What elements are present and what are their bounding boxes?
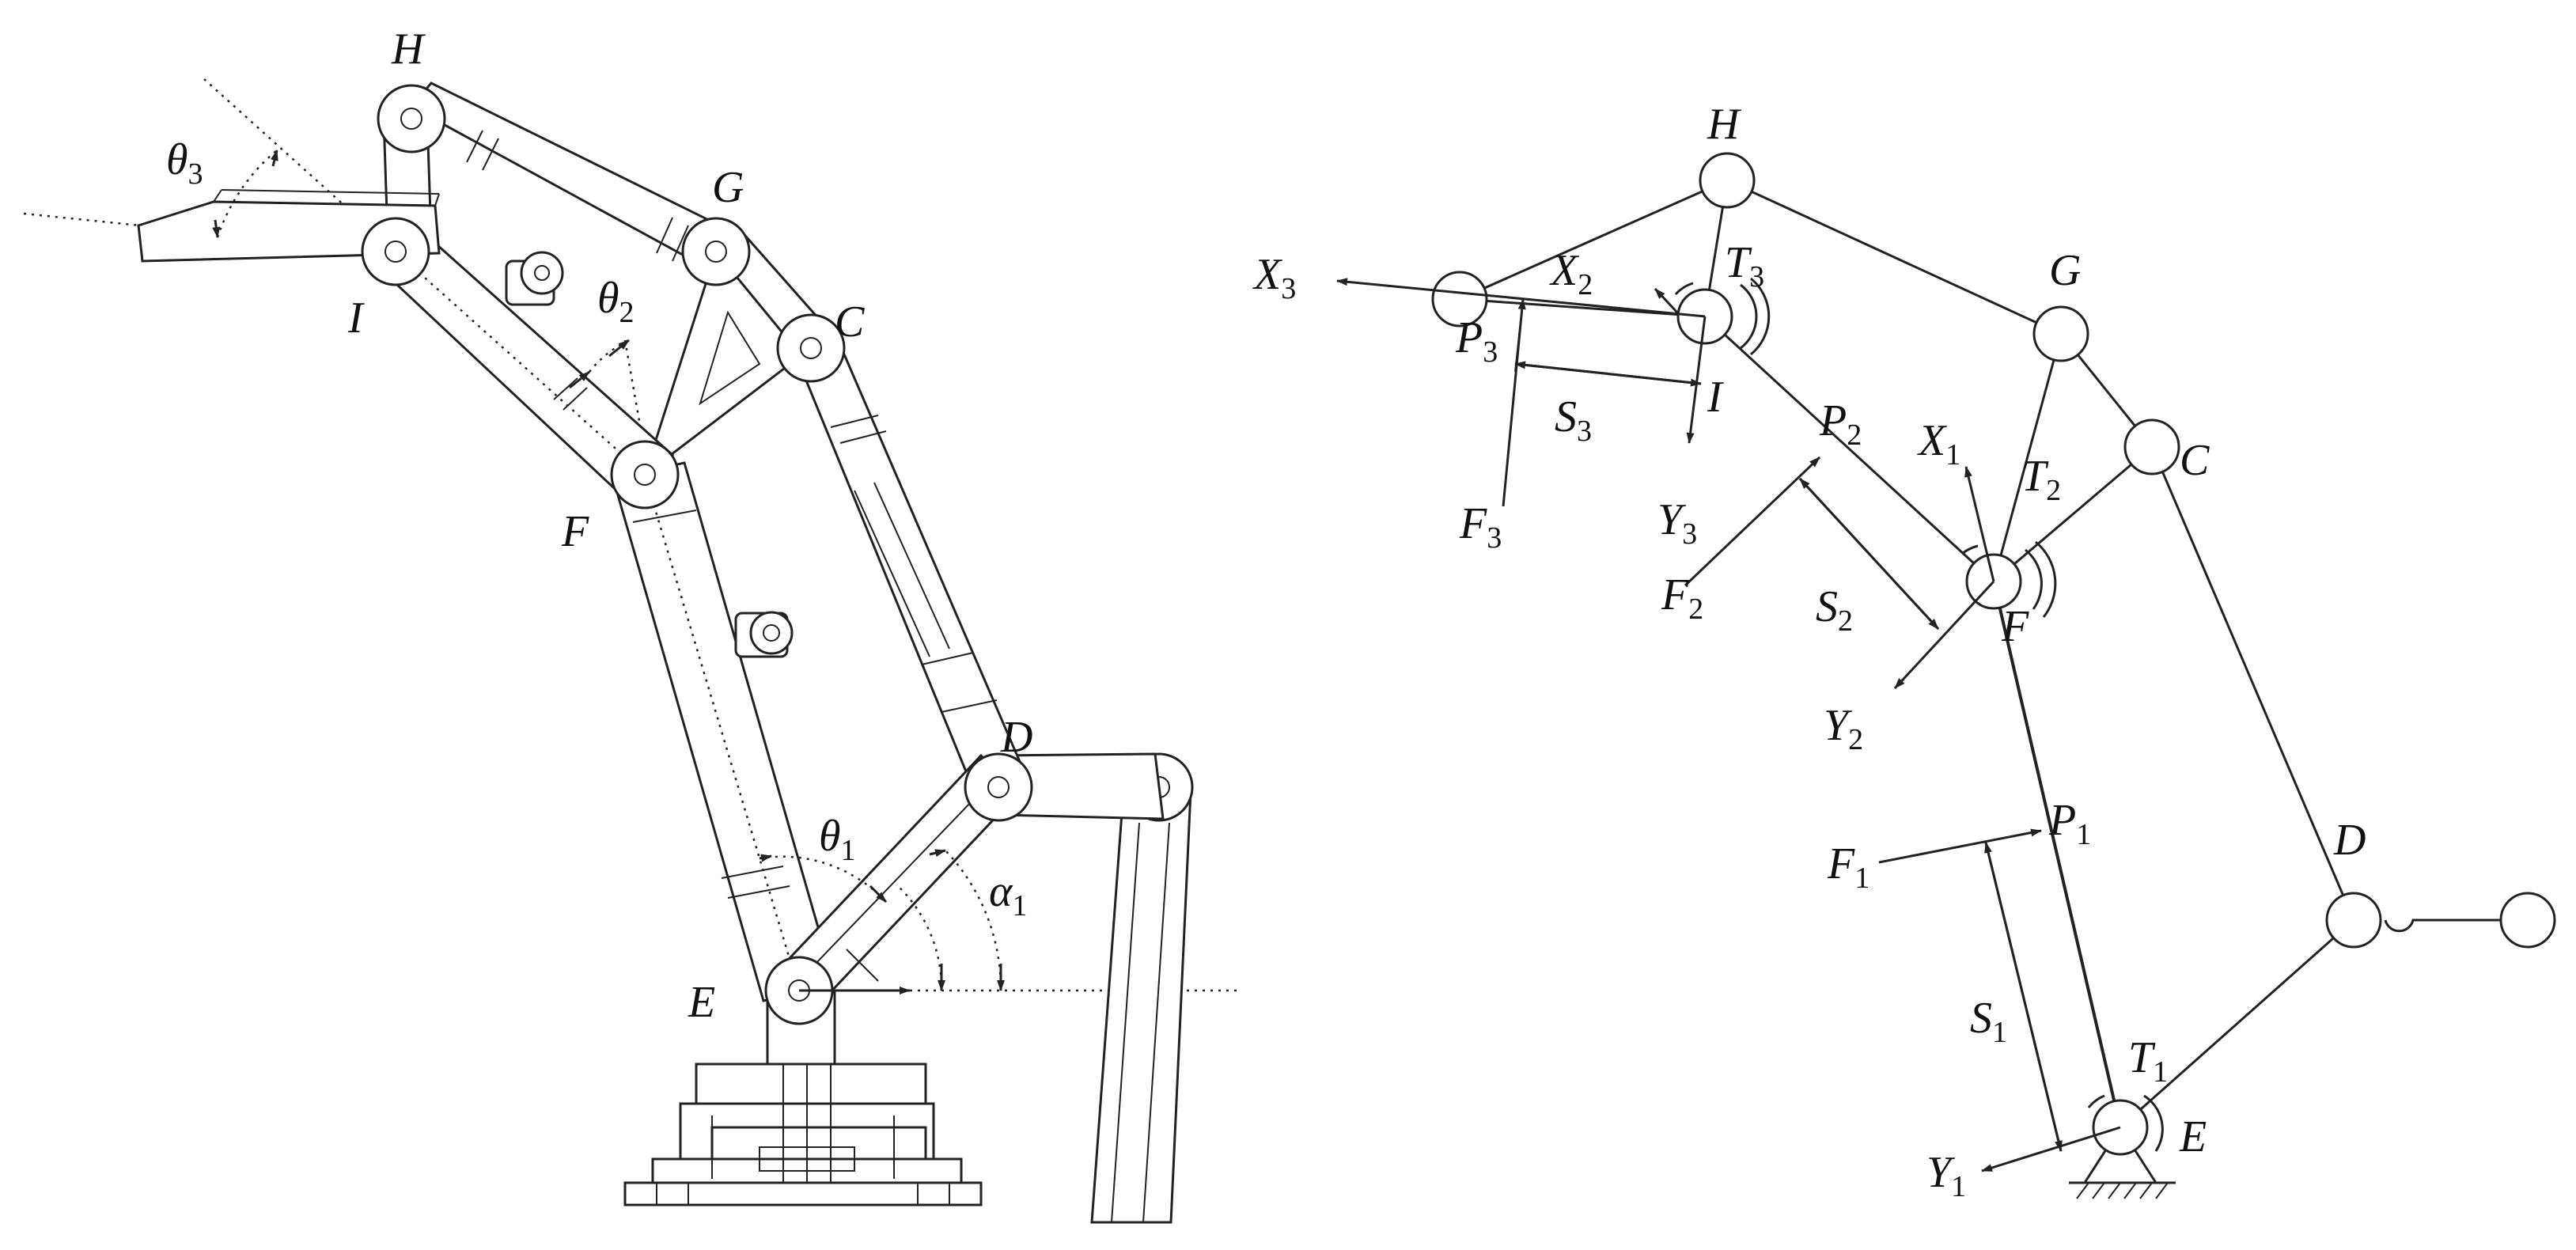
label-Y2: Y2 [1824,701,1863,756]
label-T2: T2 [2021,452,2061,507]
label-S1: S1 [1970,994,2007,1049]
label-F2: F2 [1661,570,1703,626]
label-Y3: Y3 [1657,495,1697,551]
joint-C [2123,419,2180,475]
label-D-schematic: D [2333,816,2366,865]
joint-G [2032,305,2089,362]
pin-I [361,217,430,286]
label-F1: F1 [1827,839,1869,895]
label-alpha1: α1 [989,867,1027,922]
right-schematic-diagram: H G C I F D E X3 X2 T3 P3 S3 F3 Y3 P2 X1… [1252,100,2556,1203]
label-P3: P3 [1455,313,1498,369]
joint-tool [1431,271,1488,328]
label-theta3: θ3 [166,135,203,191]
label-T1: T1 [2128,1033,2168,1089]
rear-support-leg [1090,752,1194,1224]
pin-F [610,440,680,509]
label-H: H [391,25,426,74]
label-F: F [561,507,589,556]
label-G: G [712,163,744,212]
label-I-schematic: I [1707,373,1724,422]
schematic-links [1459,179,2504,1129]
label-S3: S3 [1555,392,1592,448]
joint-D [2325,892,2382,949]
label-C-schematic: C [2180,436,2210,485]
label-E-schematic: E [2179,1112,2207,1161]
pin-C [776,313,846,383]
label-theta2: θ2 [597,274,635,329]
label-F-schematic: F [2001,602,2029,651]
link-C-D [781,323,1023,781]
label-D: D [1000,713,1032,762]
label-P1: P1 [2048,796,2091,851]
label-E: E [688,978,715,1027]
pin-H [377,84,446,153]
pin-G [681,217,751,286]
angle-markers [212,150,1005,994]
label-theta1: θ1 [819,812,856,867]
label-I: I [347,294,365,343]
label-Y1: Y1 [1926,1148,1966,1203]
label-X3: X3 [1252,250,1296,305]
right-labels: H G C I F D E X3 X2 T3 P3 S3 F3 Y3 P2 X1… [1252,100,2366,1203]
base-assembly [623,991,983,1206]
label-S2: S2 [1816,582,1853,638]
left-mechanical-drawing: H G C I F D E θ3 θ2 θ1 α1 [23,25,1242,1224]
ground-support-E [2069,1125,2176,1199]
link-E-F [612,461,836,1002]
label-C: C [835,297,865,347]
left-labels: H G C I F D E θ3 θ2 θ1 α1 [166,25,1032,1027]
label-P2: P2 [1819,396,1862,452]
label-X2: X2 [1549,246,1593,301]
axes-and-forces [1336,278,2121,1172]
torque-arcs [1674,277,2164,1152]
joint-support [2499,892,2556,949]
label-F3: F3 [1459,499,1502,555]
label-G-schematic: G [2049,246,2081,295]
joint-H [1699,152,1756,209]
label-H-schematic: H [1707,100,1741,149]
label-X1: X1 [1917,416,1960,472]
label-T3: T3 [1725,238,1764,294]
